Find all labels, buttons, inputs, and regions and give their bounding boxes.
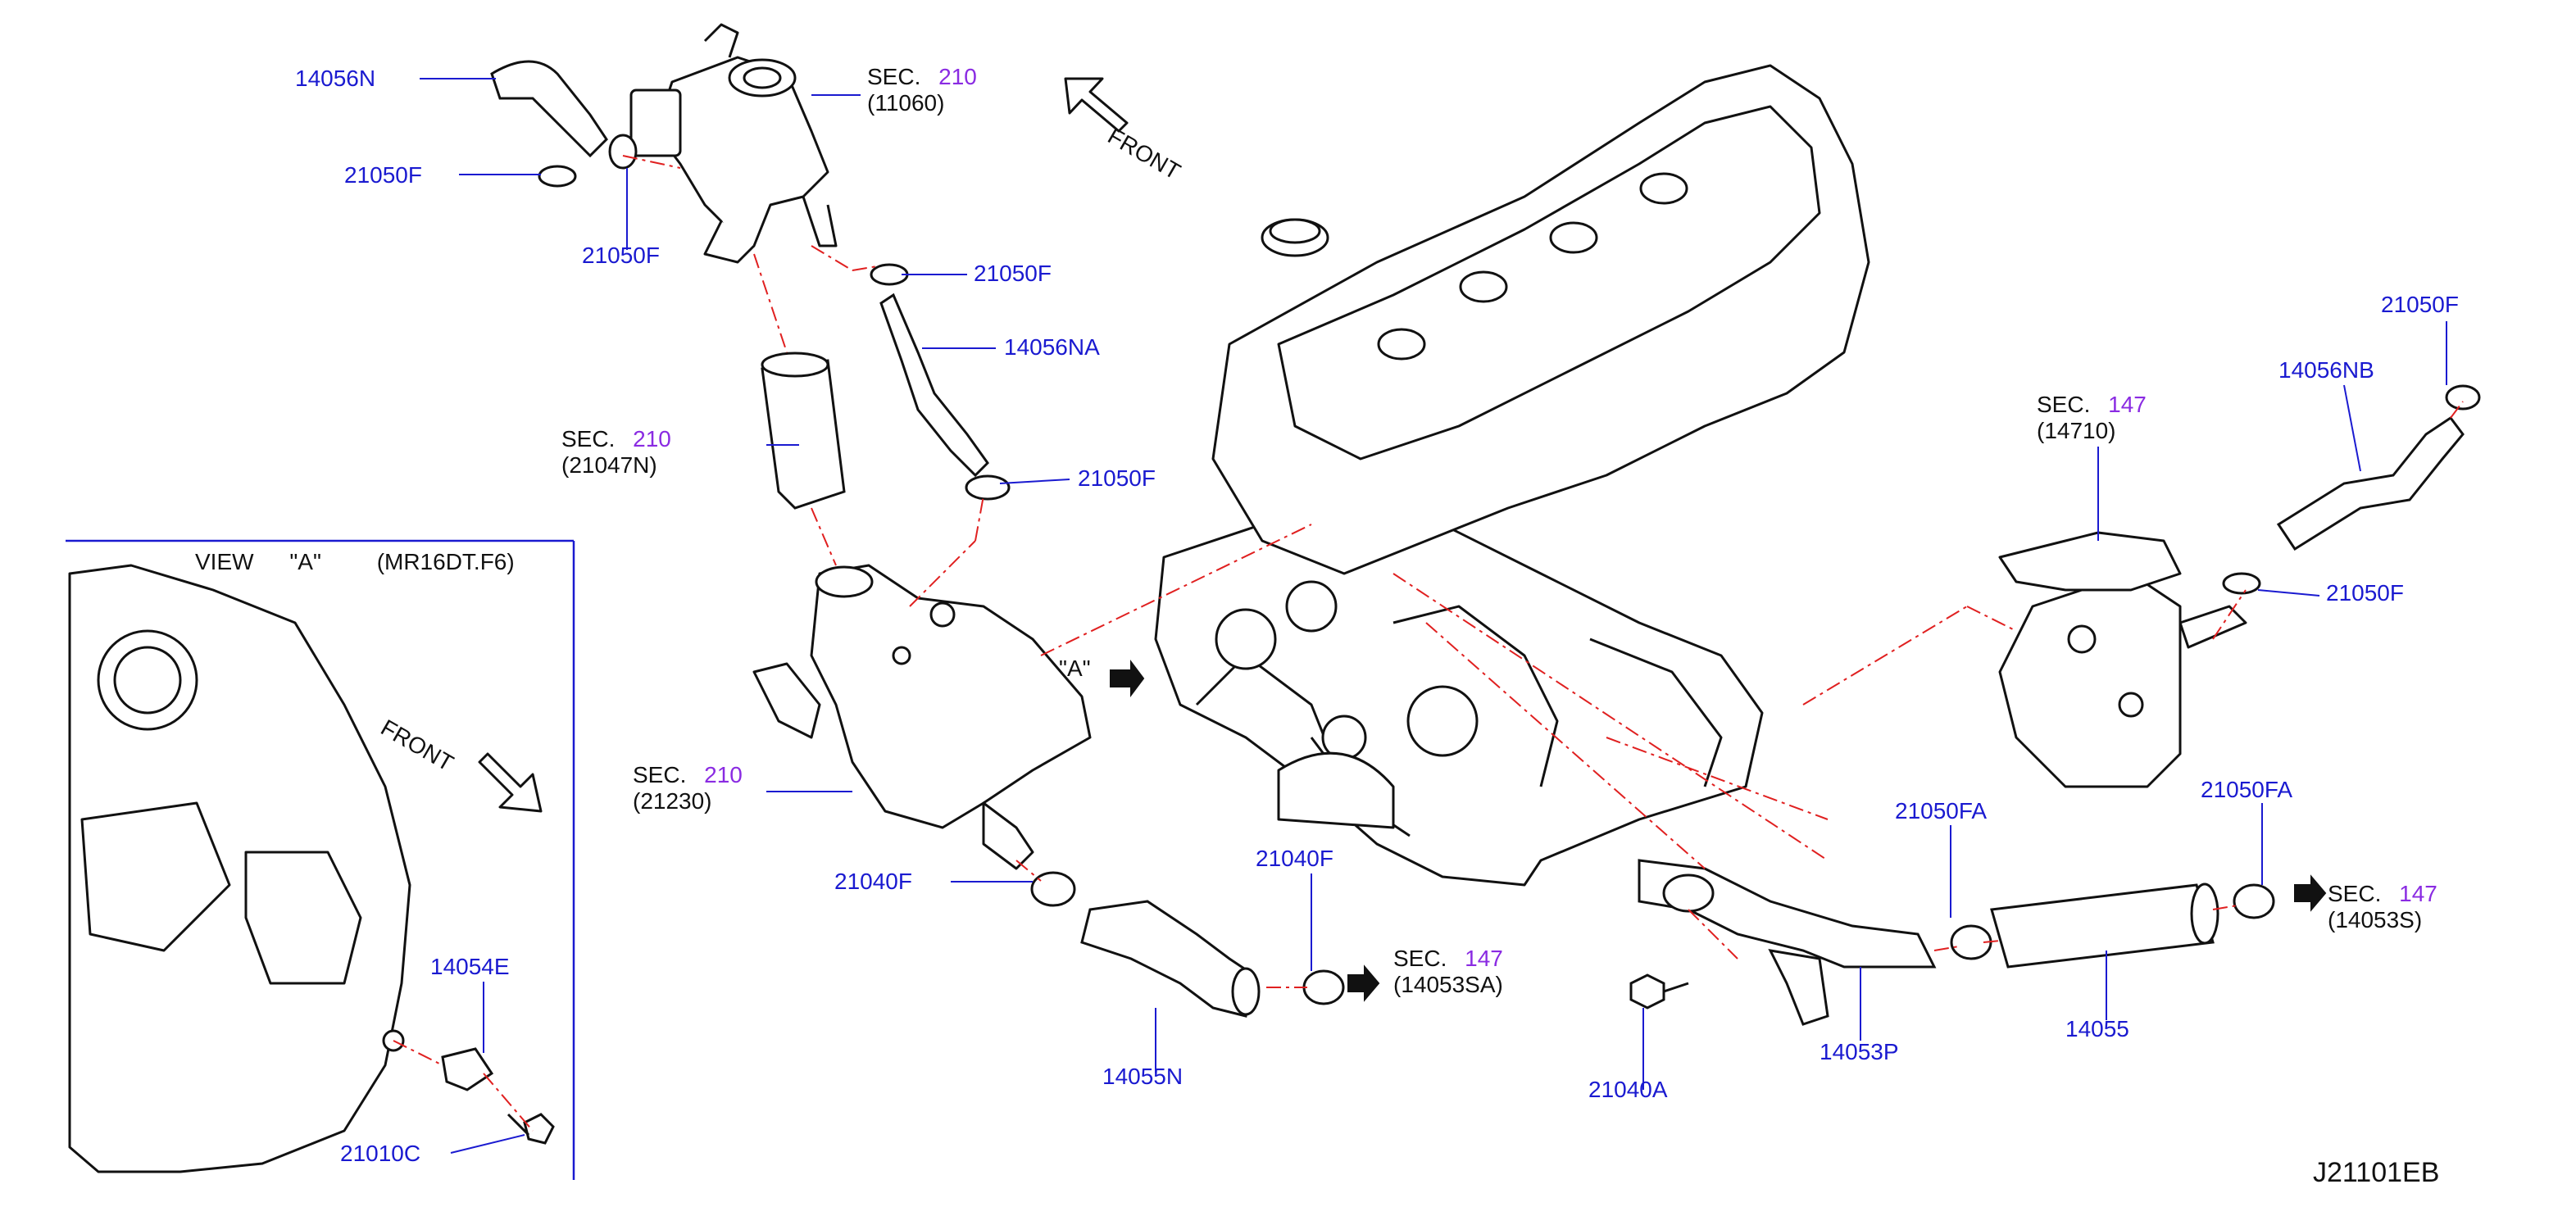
part-14056N[interactable]: 14056N [295, 66, 376, 91]
sec-word: SEC. [2037, 392, 2091, 417]
phantom-lines [393, 155, 2464, 1132]
sec-ref: (14710) [2037, 418, 2116, 443]
sec-word: SEC. [2328, 881, 2382, 906]
arrow-sec147-a [1347, 964, 1380, 1002]
water-outlet-21230 [752, 564, 1092, 870]
sec-word: SEC. [561, 426, 616, 451]
view-variant: (MR16DT.F6) [376, 549, 515, 574]
part-14056NA[interactable]: 14056NA [1004, 334, 1100, 360]
view-a-bracket [441, 1047, 555, 1145]
part-21010C[interactable]: 21010C [340, 1141, 421, 1166]
sec-label-11060: SEC. 210 (11060) [867, 64, 977, 116]
arrow-view-a [1110, 660, 1145, 697]
sec-label-14053SA: SEC. 147 (14053SA) [1393, 946, 1503, 998]
sec-label-21047N: SEC. 210 (21047N) [561, 426, 671, 479]
hose-14055N [1080, 900, 1261, 1018]
engine-block [1154, 64, 1870, 887]
part-14055[interactable]: 14055 [2065, 1016, 2129, 1041]
arrow-a-label: "A" [1059, 656, 1091, 681]
part-21050F-b[interactable]: 21050F [582, 243, 660, 268]
egr-cooler-14710 [1998, 531, 2247, 788]
direction-arrows [1110, 660, 2327, 1002]
part-21050F-e[interactable]: 21050F [2326, 580, 2404, 606]
view-name: "A" [289, 549, 321, 574]
view-a-block [68, 564, 411, 1173]
sec-number: 210 [633, 426, 671, 451]
part-14056NB[interactable]: 14056NB [2278, 357, 2374, 383]
hose-14056N [490, 60, 608, 158]
sec-ref: (14053SA) [1393, 972, 1503, 997]
part-21050FA-b[interactable]: 21050FA [2201, 777, 2293, 802]
diagram-code: J21101EB [2313, 1157, 2440, 1188]
part-14054E[interactable]: 14054E [430, 954, 510, 979]
sec-label-14053S: SEC. 147 (14053S) [2328, 881, 2437, 933]
hose-14056NA [879, 293, 989, 478]
leader-lines [420, 78, 2447, 1154]
sec-word: SEC. [867, 64, 921, 89]
pipe-14053P [1638, 859, 1937, 1026]
part-21040F-b[interactable]: 21040F [1256, 846, 1333, 871]
pipe-21047N [761, 352, 846, 510]
sec-number: 147 [2108, 392, 2147, 417]
sec-word: SEC. [1393, 946, 1447, 971]
hose-14056NB [2276, 415, 2465, 551]
view-a-frame [66, 539, 575, 1180]
part-21050F-c[interactable]: 21050F [974, 261, 1052, 286]
part-21040A[interactable]: 21040A [1588, 1077, 1668, 1102]
part-14055N[interactable]: 14055N [1102, 1064, 1184, 1089]
sec-word: SEC. [633, 762, 687, 787]
front-arrow-top [1064, 77, 1129, 133]
view-word: VIEW [195, 549, 254, 574]
part-21050F-a[interactable]: 21050F [344, 162, 422, 188]
sec-ref: (21047N) [561, 452, 657, 478]
part-14053P[interactable]: 14053P [1820, 1039, 1899, 1064]
sec-ref: (14053S) [2328, 907, 2423, 932]
sec-number: 210 [704, 762, 743, 787]
front-arrow-view [478, 752, 543, 813]
thermostat-housing-top [629, 23, 838, 264]
sec-label-14710: SEC. 147 (14710) [2037, 392, 2147, 444]
sec-label-21230: SEC. 210 (21230) [633, 762, 743, 814]
part-21050FA-a[interactable]: 21050FA [1895, 798, 1988, 824]
part-21040F-a[interactable]: 21040F [834, 869, 912, 894]
sec-ref: (21230) [633, 788, 712, 814]
hose-clamps [538, 134, 2481, 1005]
front-arrows [478, 77, 1129, 813]
view-a-title: VIEW "A" (MR16DT.F6) [195, 549, 515, 575]
part-21050F-f[interactable]: 21050F [2381, 292, 2459, 317]
sec-number: 210 [938, 64, 977, 89]
sec-ref: (11060) [867, 90, 945, 116]
hose-14055 [1990, 883, 2219, 969]
sec-number: 147 [1465, 946, 1503, 971]
arrow-sec147-b [2294, 874, 2327, 912]
bolt-21040A [1629, 973, 1689, 1010]
part-21050F-d[interactable]: 21050F [1078, 465, 1156, 491]
sec-number: 147 [2399, 881, 2437, 906]
